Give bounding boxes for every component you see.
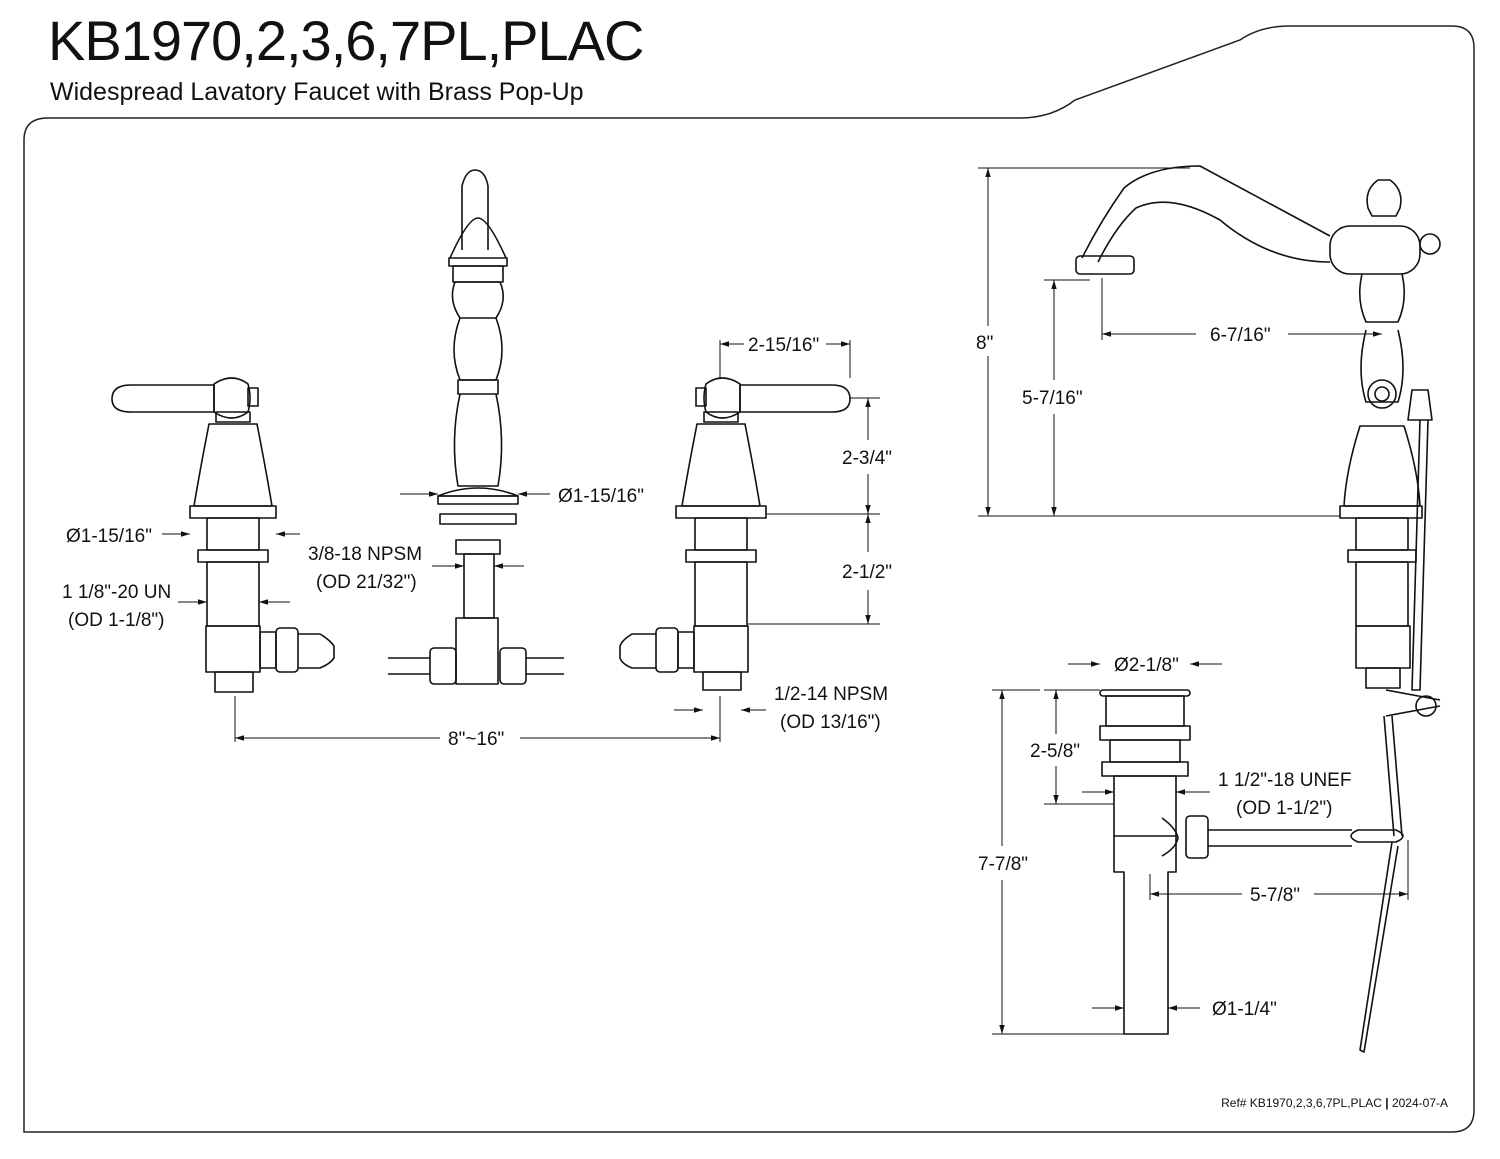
left-thread-label-line1: 1 1/8"-20 UN: [62, 582, 171, 603]
spout-front-view: [388, 169, 564, 685]
ref-number: Ref# KB1970,2,3,6,7PL,PLAC: [1221, 1096, 1382, 1110]
faucet-side-view: [1075, 165, 1441, 1053]
ref-revision: 2024-07-A: [1391, 1096, 1448, 1110]
drain-thread-label-line1: 1 1/2"-18 UNEF: [1218, 770, 1351, 791]
reference-footer: Ref# KB1970,2,3,6,7PL,PLAC | 2024-07-A: [1221, 1096, 1448, 1110]
left-handle-valve: [111, 377, 335, 693]
spout-reach-label: 6-7/16": [1210, 325, 1271, 346]
handle-span-label: 2-15/16": [748, 335, 819, 356]
page-subtitle: Widespread Lavatory Faucet with Brass Po…: [50, 78, 584, 106]
drain-thread-label-line2: (OD 1-1/2"): [1236, 798, 1332, 819]
left-shank-diameter-label: Ø1-15/16": [66, 526, 152, 547]
tailpiece-diameter-label: Ø1-1/4": [1212, 999, 1277, 1020]
drain-length-label: 7-7/8": [978, 854, 1028, 875]
page-title: KB1970,2,3,6,7PL,PLAC: [48, 9, 644, 72]
center-thread-label-line2: (OD 21/32"): [316, 572, 417, 593]
drain-flange-diameter-label: Ø2-1/8": [1114, 655, 1179, 676]
pop-up-drain: [1099, 689, 1352, 1035]
outlet-thread-label-line2: (OD 13/16"): [780, 712, 881, 733]
left-thread-label-line2: (OD 1-1/8"): [68, 610, 164, 631]
page-frame: [23, 25, 1475, 1133]
right-handle-valve: [619, 377, 851, 691]
center-thread-label-line1: 3/8-18 NPSM: [308, 544, 422, 565]
shank-length-label: 2-1/2": [842, 562, 892, 583]
spread-label: 8"~16": [448, 729, 504, 750]
overall-height-label: 8": [976, 333, 993, 354]
drain-flange-height-label: 2-5/8": [1030, 741, 1080, 762]
ref-separator: |: [1385, 1096, 1389, 1110]
spout-clearance-label: 5-7/16": [1022, 388, 1083, 409]
lift-rod-offset-label: 5-7/8": [1250, 885, 1300, 906]
center-base-diameter-label: Ø1-15/16": [558, 486, 644, 507]
outlet-thread-label-line1: 1/2-14 NPSM: [774, 684, 888, 705]
handle-height-label: 2-3/4": [842, 448, 892, 469]
